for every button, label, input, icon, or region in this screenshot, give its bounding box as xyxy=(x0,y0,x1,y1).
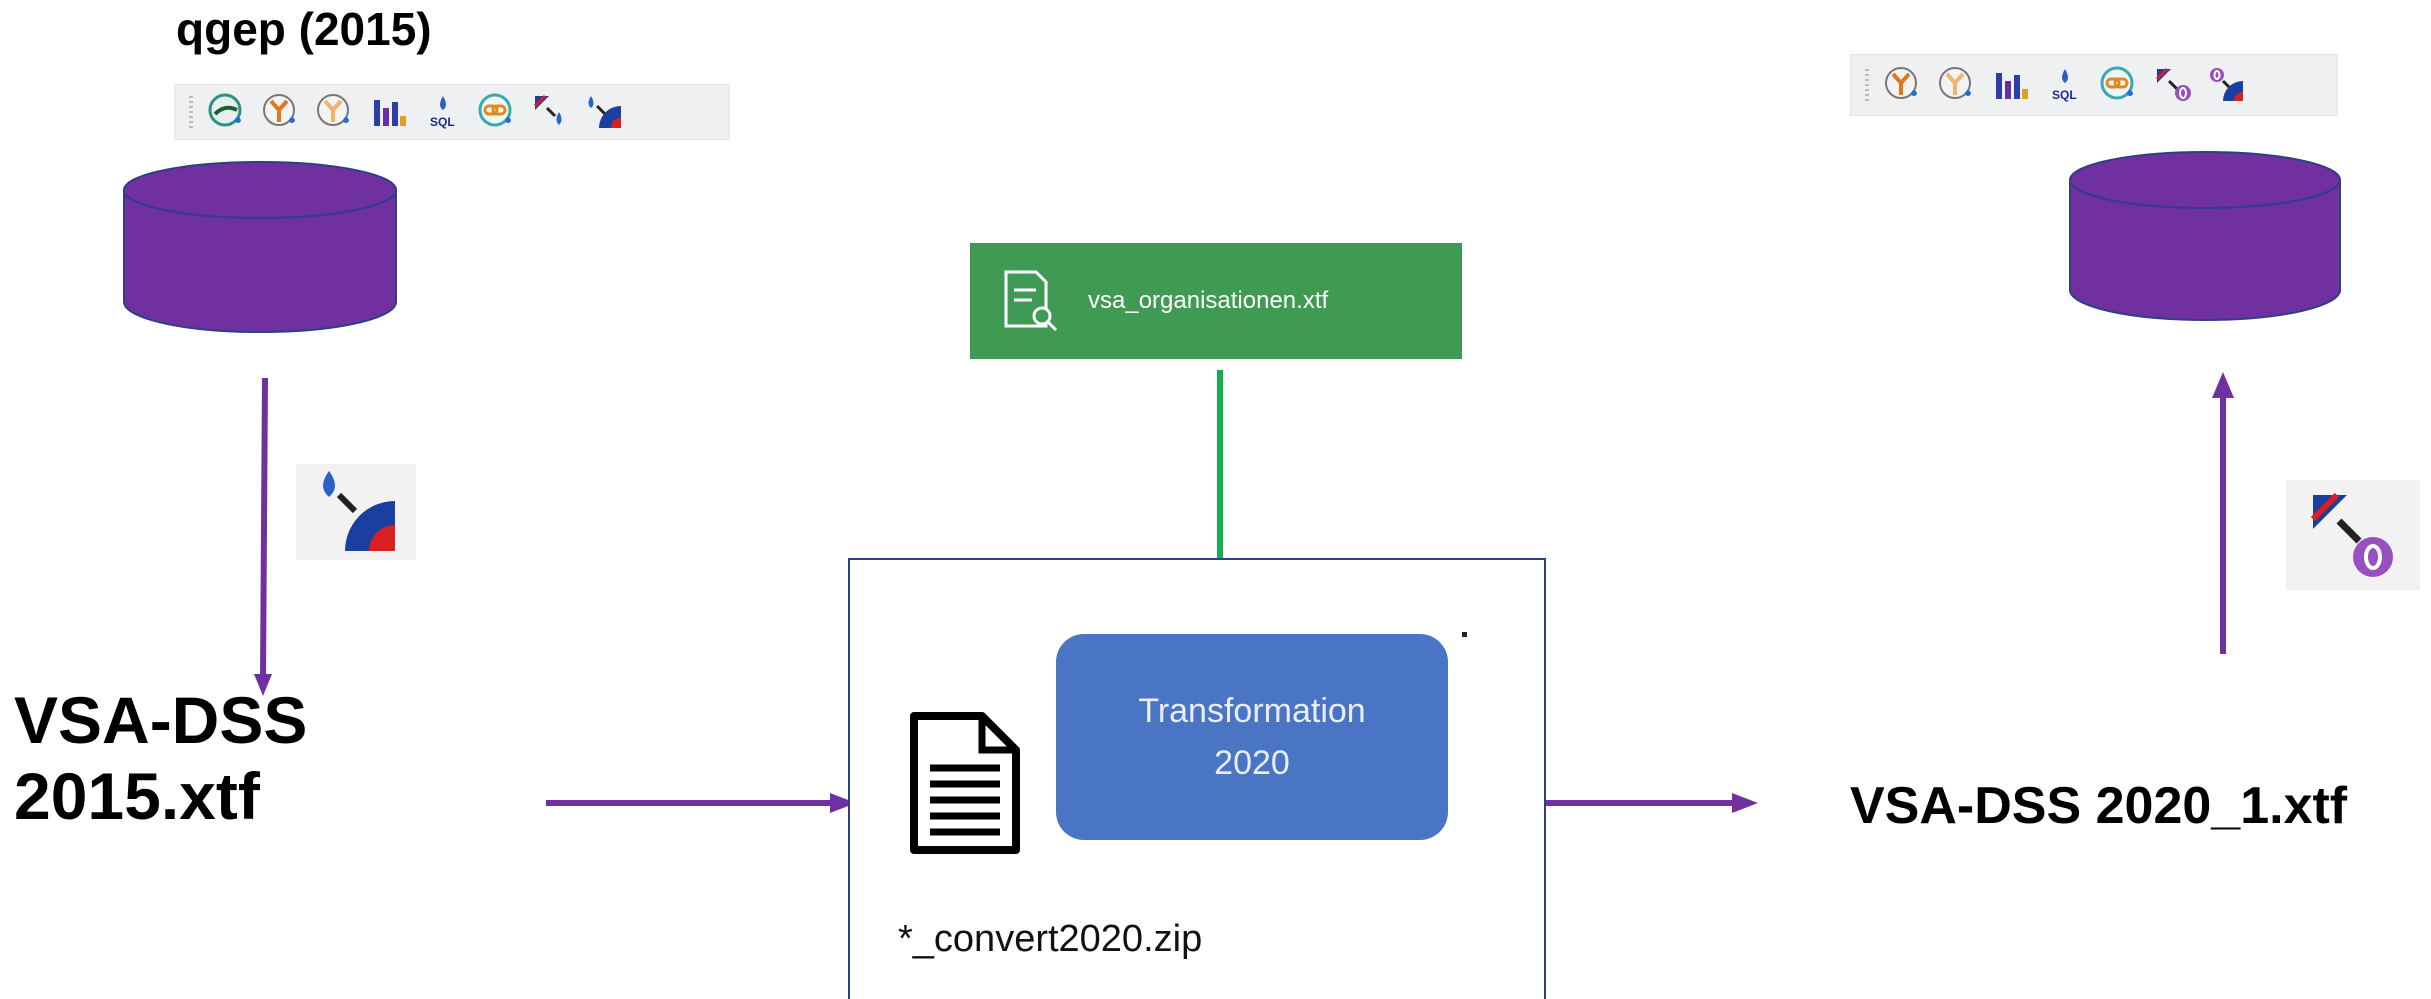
input-arrow xyxy=(546,793,856,813)
zip-file-label: *_convert2020.zip xyxy=(898,918,1203,960)
output-arrow xyxy=(1546,793,1758,813)
transformation-label-line2: 2020 xyxy=(1214,744,1290,782)
left-toolbar: SQL xyxy=(174,84,730,140)
sql-drop-icon[interactable]: SQL xyxy=(423,92,463,132)
link-chain-icon[interactable] xyxy=(477,92,517,132)
transformation-label-line1: Transformation xyxy=(1138,692,1366,730)
network-branch-light-icon[interactable] xyxy=(1937,65,1977,105)
import-drop-icon[interactable] xyxy=(585,92,625,132)
document-icon xyxy=(910,712,1020,854)
import-arrow xyxy=(2212,372,2234,654)
export-drop-icon[interactable] xyxy=(531,92,571,132)
input-file-label-line2: 2015.xtf xyxy=(14,759,260,833)
network-branch-light-icon[interactable] xyxy=(315,92,355,132)
right-toolbar: SQL xyxy=(1850,54,2338,116)
toolbar-grip[interactable] xyxy=(189,96,193,128)
left-db-cylinder xyxy=(123,161,397,333)
network-branch-icon[interactable] xyxy=(1883,65,1923,105)
dot-mark xyxy=(1462,632,1467,637)
import-zero-icon[interactable] xyxy=(2207,65,2247,105)
document-search-icon xyxy=(1004,270,1058,332)
export-zero-icon[interactable] xyxy=(2153,65,2193,105)
pipe-circle-icon[interactable] xyxy=(207,92,247,132)
profile-chart-icon[interactable] xyxy=(369,92,409,132)
import-interlis-icon[interactable] xyxy=(2286,480,2420,590)
input-file-label-line1: VSA-DSS xyxy=(14,683,308,757)
left-db-title: qgep (2015) xyxy=(176,3,432,55)
organisations-file[interactable]: vsa_organisationen.xtf xyxy=(970,243,1462,359)
right-db-cylinder xyxy=(2069,151,2341,321)
toolbar-grip[interactable] xyxy=(1865,69,1869,101)
organisations-file-label: vsa_organisationen.xtf xyxy=(1088,287,1329,314)
svg-text:SQL: SQL xyxy=(430,115,455,129)
export-arrow xyxy=(254,378,272,696)
network-branch-icon[interactable] xyxy=(261,92,301,132)
output-file-label: VSA-DSS 2020_1.xtf xyxy=(1850,777,2348,835)
link-chain-icon[interactable] xyxy=(2099,65,2139,105)
sql-drop-icon[interactable]: SQL xyxy=(2045,65,2085,105)
transformation-button[interactable]: Transformation 2020 xyxy=(1056,634,1448,840)
profile-chart-icon[interactable] xyxy=(1991,65,2031,105)
input-file-label: VSA-DSS 2015.xtf xyxy=(14,682,307,834)
svg-text:SQL: SQL xyxy=(2052,88,2077,102)
export-interlis-icon[interactable] xyxy=(296,464,416,560)
